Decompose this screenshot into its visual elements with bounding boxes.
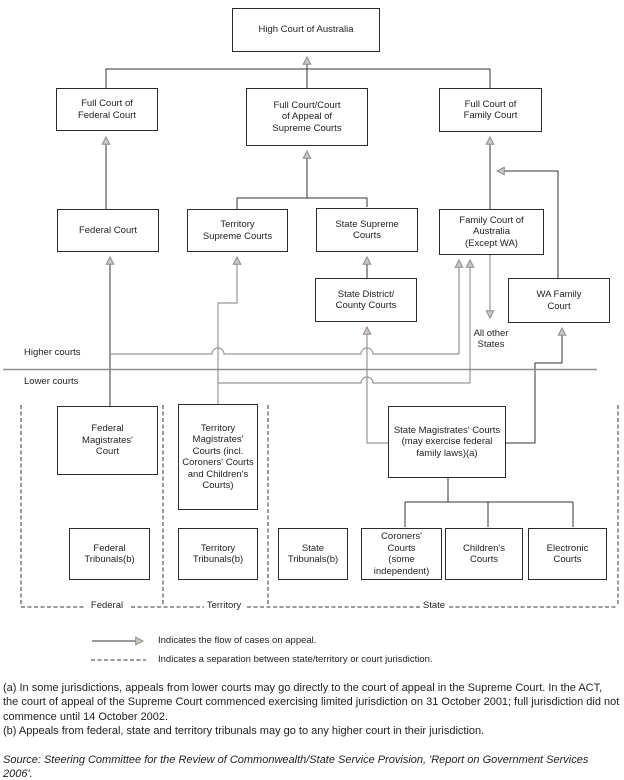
arrow-terr-magistrates-to-terr-supreme: [217, 257, 237, 404]
box-territory-tribunals: Territory Tribunals(b): [178, 528, 258, 580]
appeal-lines-gray: [110, 255, 490, 444]
line-supreme-connector: [236, 197, 368, 209]
label-federal-jurisdiction: Federal: [90, 600, 124, 611]
footnote-a: (a) In some jurisdictions, appeals from …: [3, 682, 620, 723]
label-all-other-states: All other States: [473, 328, 509, 350]
label-higher-courts: Higher courts: [24, 347, 81, 358]
line-top-connector: [105, 68, 491, 88]
footnote-b: (b) Appeals from federal, state and terr…: [3, 725, 485, 737]
box-full-court-supreme: Full Court/Court of Appeal of Supreme Co…: [246, 88, 368, 146]
box-full-court-family: Full Court of Family Court: [439, 88, 542, 132]
box-federal-court: Federal Court: [57, 209, 159, 252]
box-electronic-courts: Electronic Courts: [528, 528, 607, 580]
box-state-tribunals: State Tribunals(b): [278, 528, 348, 580]
legend-separation-text: Indicates a separation between state/ter…: [158, 654, 433, 665]
appeal-lines-dark: [105, 57, 574, 527]
box-federal-magistrates: Federal Magistrates' Court: [57, 406, 158, 475]
arrow-state-magistrates-to-wa-family: [506, 328, 562, 444]
box-coroners-courts: Coroners' Courts (some independent): [361, 528, 442, 580]
jurisdiction-dashed-lines: [20, 405, 619, 608]
box-territory-magistrates: Territory Magistrates' Courts (incl. Cor…: [178, 404, 258, 510]
legend-keys: [91, 641, 146, 661]
label-lower-courts: Lower courts: [24, 376, 79, 387]
box-state-district: State District/ County Courts: [315, 278, 417, 322]
label-territory-jurisdiction: Territory: [206, 600, 242, 611]
source-note: Source: Steering Committee for the Revie…: [3, 754, 589, 780]
box-state-magistrates: State Magistrates' Courts (may exercise …: [388, 406, 506, 478]
label-state-jurisdiction: State: [422, 600, 446, 611]
box-family-court: Family Court of Australia (Except WA): [439, 209, 544, 255]
box-childrens-courts: Children's Courts: [445, 528, 523, 580]
box-high-court: High Court of Australia: [232, 8, 380, 52]
line-state-magistrates-children-connector: [404, 478, 574, 527]
box-federal-tribunals: Federal Tribunals(b): [69, 528, 150, 580]
line-higher-courts-flow: [110, 347, 459, 355]
box-territory-supreme: Territory Supreme Courts: [187, 209, 288, 252]
arrow-wa-family-to-full-family: [497, 171, 559, 278]
legend-appeal-flow-text: Indicates the flow of cases on appeal.: [158, 635, 317, 646]
arrow-state-magistrates-to-district: [367, 327, 388, 444]
box-full-court-federal: Full Court of Federal Court: [56, 88, 158, 131]
box-wa-family: WA Family Court: [508, 278, 610, 323]
line-lower-courts-flow: [218, 376, 470, 384]
box-state-supreme: State Supreme Courts: [316, 208, 418, 252]
